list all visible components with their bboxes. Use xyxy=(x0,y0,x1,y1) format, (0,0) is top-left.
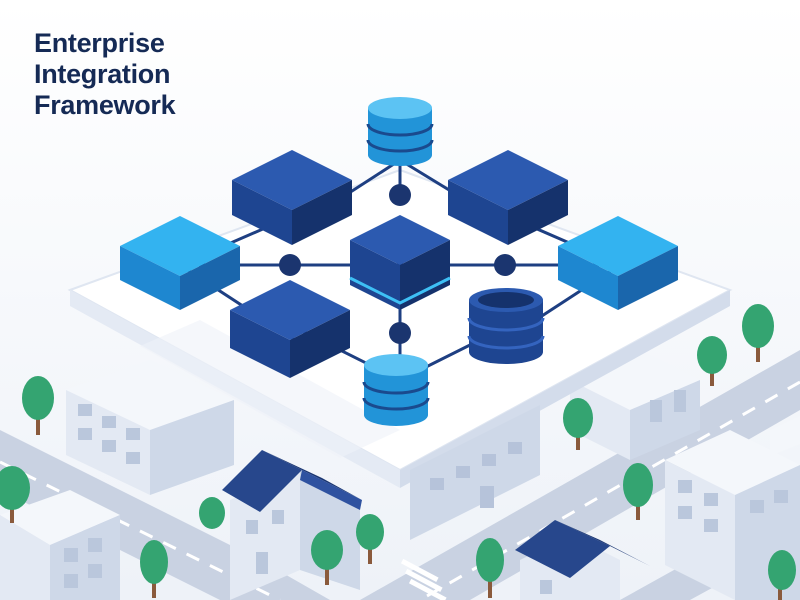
title-line-3: Framework xyxy=(34,90,176,120)
tree-icon xyxy=(742,304,774,362)
tree-icon xyxy=(0,466,30,523)
crosswalk xyxy=(400,558,447,600)
isometric-cube-icon-bottom-left xyxy=(230,280,350,378)
tree-icon xyxy=(697,336,727,386)
tree-icon xyxy=(311,530,343,585)
isometric-cube-icon-center xyxy=(349,215,451,310)
building-bottom-left xyxy=(0,490,120,600)
trees xyxy=(0,304,796,600)
tree-icon xyxy=(768,550,796,600)
isometric-cube-icon-top-left xyxy=(232,150,352,245)
building-under-platform xyxy=(410,405,540,540)
connector-node-icon xyxy=(279,254,301,276)
title-line-1: Enterprise xyxy=(34,28,165,58)
isometric-cube-icon-top-right xyxy=(448,150,568,245)
database-cylinder-icon-right xyxy=(467,288,545,364)
building-left xyxy=(66,360,234,495)
tree-icon xyxy=(22,376,54,435)
title-block: Enterprise Integration Framework xyxy=(34,28,176,121)
connector-node-icon xyxy=(389,184,411,206)
tree-icon xyxy=(563,398,593,450)
connector-node-icon xyxy=(389,322,411,344)
isometric-cube-icon-right xyxy=(558,216,678,310)
database-cylinder-icon-bottom xyxy=(362,354,430,426)
connector-nodes xyxy=(279,184,516,344)
tree-icon xyxy=(623,463,653,520)
connector-node-icon xyxy=(494,254,516,276)
tree-icon xyxy=(476,538,504,598)
tree-icon xyxy=(199,497,225,529)
title-line-2: Integration xyxy=(34,59,171,89)
building-right-back xyxy=(570,350,700,460)
tree-icon xyxy=(140,540,168,598)
isometric-cube-icon-left xyxy=(120,216,240,310)
database-cylinder-icon-top xyxy=(366,97,434,166)
house-bottom xyxy=(515,520,650,600)
tree-icon xyxy=(356,514,384,564)
